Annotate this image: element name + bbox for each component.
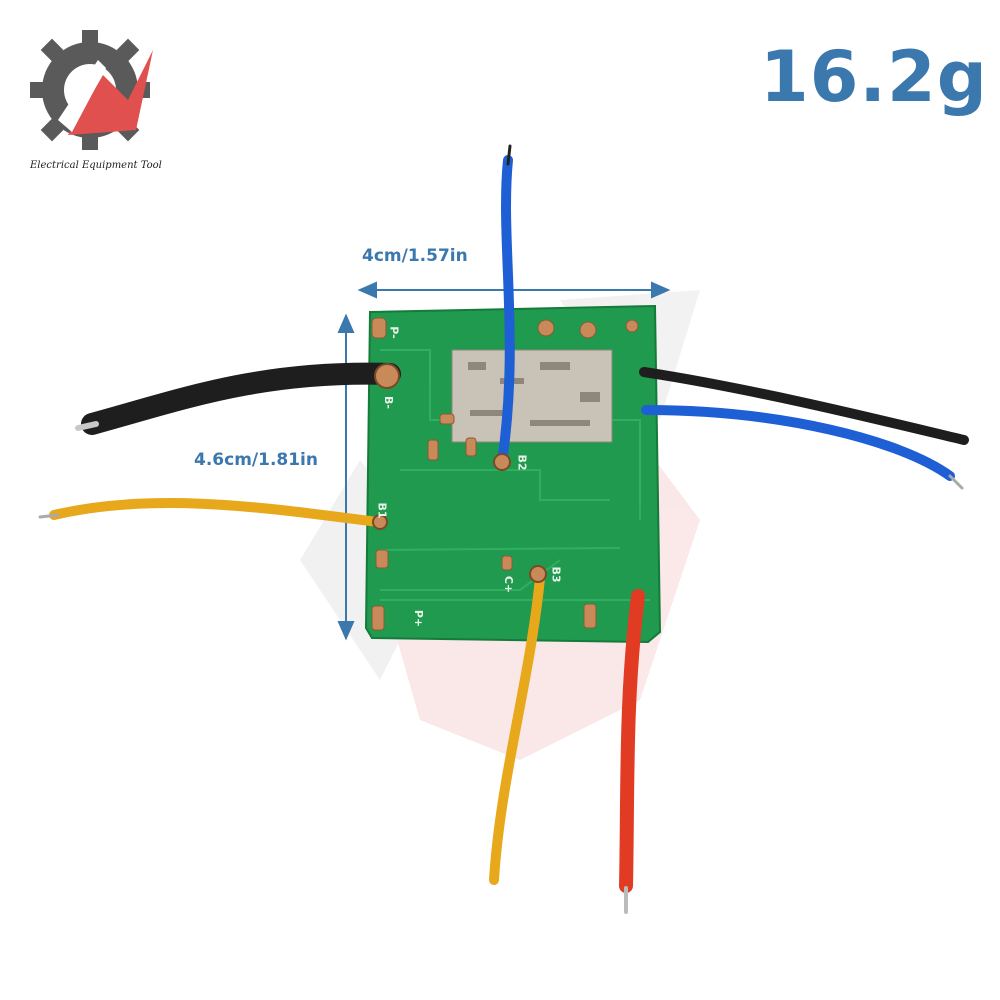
pad-label-b-minus: B- xyxy=(381,396,395,409)
pad-label-p-minus: P- xyxy=(387,326,401,339)
brand-logo xyxy=(30,30,153,150)
pad-label-b1: B1 xyxy=(375,502,389,519)
wire-blue-thermistor xyxy=(641,405,955,481)
wire-black-b-minus xyxy=(81,362,401,435)
pcb-board xyxy=(364,304,662,644)
wires xyxy=(38,144,969,914)
wire-black-thermistor xyxy=(639,367,969,445)
wire-blue-b2 xyxy=(497,155,515,467)
pad-label-p-plus: P+ xyxy=(412,609,426,628)
height-arrow-bottom-head xyxy=(337,621,355,641)
wire-red-p-plus xyxy=(619,589,645,893)
pad-label-b2: B2 xyxy=(515,454,529,471)
logo-accent-shape xyxy=(68,50,153,135)
pad-label-c-plus: C+ xyxy=(502,575,516,594)
width-arrow-left-head xyxy=(357,281,377,299)
pad-label-b3: B3 xyxy=(549,566,563,583)
height-arrow-top-head xyxy=(337,313,355,333)
width-arrow-right-head xyxy=(651,281,671,299)
wire-yellow-b3 xyxy=(489,573,545,885)
brand-name: Electrical Equipment Tool xyxy=(30,160,162,171)
weight-label: 16.2g xyxy=(760,36,988,118)
mounting-hole xyxy=(537,319,555,337)
wire-yellow-b1 xyxy=(49,498,383,527)
pad-p-minus xyxy=(371,317,387,339)
width-dimension-label: 4cm/1.57in xyxy=(362,246,468,266)
height-dimension-label: 4.6cm/1.81in xyxy=(194,450,318,470)
pad-p-plus xyxy=(371,605,385,631)
